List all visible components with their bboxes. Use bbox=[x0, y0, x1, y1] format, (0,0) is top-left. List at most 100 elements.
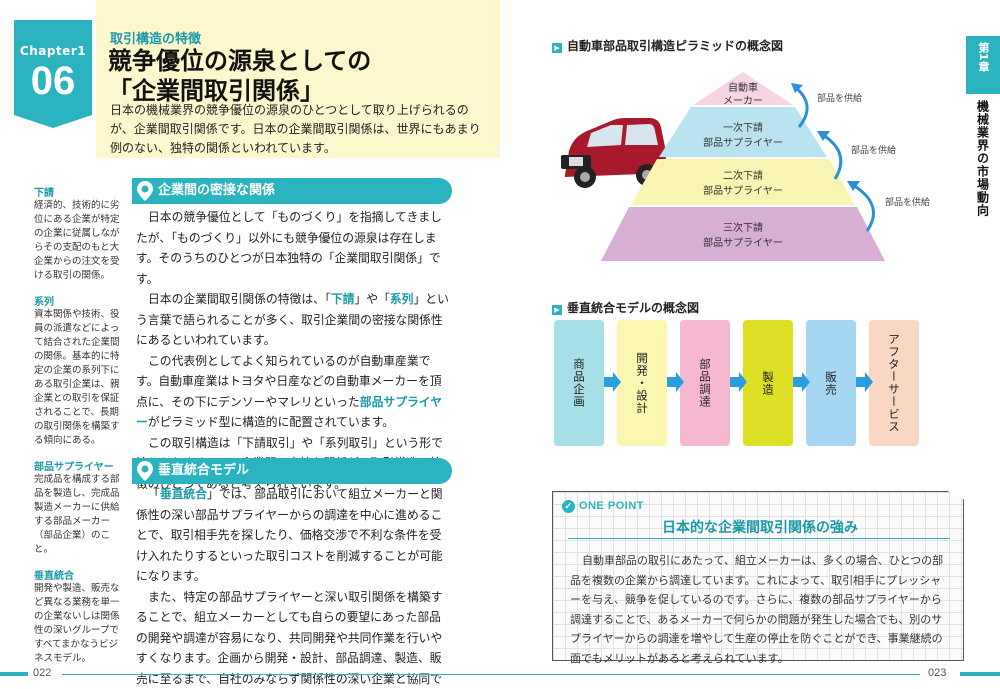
pyramid-label: 自動車 bbox=[728, 81, 758, 94]
glossary-term: 垂直統合 bbox=[34, 571, 74, 582]
one-point-label: ✓ ONE POINT bbox=[562, 500, 644, 513]
text-run: がピラミッド型に構造的に配置されています。 bbox=[147, 415, 395, 429]
text-run: 「 bbox=[148, 487, 160, 501]
map-pin-icon bbox=[137, 461, 153, 481]
section-heading: 企業間の密接な関係 bbox=[132, 178, 452, 204]
glossary-item: 垂直統合 開発や製造、販売など異なる業務を単一の企業ないしは関係性の深いグループ… bbox=[34, 567, 124, 666]
pyramid-level-3 bbox=[631, 159, 855, 205]
glossary-desc: 経済的、技術的に劣位にある企業が特定の企業に従属しながらその支配のもと大企業から… bbox=[34, 200, 120, 281]
text-run: 」や「 bbox=[354, 292, 390, 306]
figure-title: ▶ 自動車部品取引構造ピラミッドの概念図 bbox=[552, 37, 783, 54]
supply-label: 部品を供給 bbox=[817, 92, 862, 104]
right-arrow-icon bbox=[604, 372, 621, 392]
text-run: 」という言葉で語られることが多く、取引企業間の密接な関係性にあるといわれています… bbox=[136, 292, 449, 347]
glossary-item: 部品サプライヤー 完成品を構成する部品を製造し、完成品製造メーカーに供給する部品… bbox=[34, 458, 124, 557]
keyword-highlight: 部品サプライヤー bbox=[136, 394, 443, 430]
flow-step: 商品企画 bbox=[554, 320, 604, 446]
glossary-term: 部品サプライヤー bbox=[34, 462, 114, 473]
one-point-box bbox=[552, 491, 964, 661]
arrow-head-icon bbox=[791, 83, 803, 93]
body-paragraph: この代表例としてよく知られているのが自動車産業です。自動車産業はトヨタや日産など… bbox=[136, 351, 452, 433]
flow-step: 製造 bbox=[743, 320, 793, 446]
chapter-tab: 第1章 機械業界の市場動向 bbox=[966, 36, 1000, 226]
pyramid-label: 三次下請 bbox=[723, 221, 763, 234]
pyramid-label: メーカー bbox=[723, 95, 763, 107]
supply-arrow bbox=[852, 183, 875, 232]
body-paragraph: 日本の企業間取引関係の特徴は、「下請」や「系列」という言葉で語られることが多く、… bbox=[136, 289, 452, 351]
triangle-bullet-icon: ▶ bbox=[552, 43, 562, 53]
chapter-label: Chapter1 bbox=[19, 44, 87, 58]
pyramid-diagram: 自動車 メーカー 一次下請 部品サプライヤー 二次下請 部品サプライヤー 三次下… bbox=[561, 72, 930, 261]
chapter-badge: Chapter1 06 bbox=[14, 20, 92, 128]
section-body: 日本の競争優位として「ものづくり」を指摘してきましたが、「ものづくり」以外にも競… bbox=[136, 207, 452, 494]
lead-paragraph: 日本の機械業界の競争優位の源泉のひとつとして取り上げられるのが、企業間取引関係で… bbox=[110, 103, 481, 155]
glossary-term: 下請 bbox=[34, 188, 54, 199]
check-icon: ✓ bbox=[562, 500, 575, 513]
pyramid-level-4 bbox=[601, 207, 885, 261]
figure-title-text: 垂直統合モデルの概念図 bbox=[567, 301, 700, 315]
header-background bbox=[96, 0, 500, 158]
section-subtitle: 取引構造の特徴 bbox=[110, 32, 202, 47]
glossary-desc: 資本関係や技術、役員の派遣などによって結合された企業間の関係。基本的に特定の企業… bbox=[34, 309, 120, 446]
one-point-divider bbox=[568, 538, 950, 539]
right-arrow-icon bbox=[793, 372, 810, 392]
page-number: 022 bbox=[33, 667, 52, 679]
text-run: この代表例としてよく知られているのが自動車産業です。自動車産業はトヨタや日産など… bbox=[136, 353, 442, 409]
body-paragraph: また、特定の部品サプライヤーと深い取引関係を構築することで、組立メーカーとしても… bbox=[136, 589, 443, 686]
section-heading-text: 垂直統合モデル bbox=[158, 463, 250, 478]
one-point-label-text: ONE POINT bbox=[579, 500, 645, 512]
figure-title: ▶ 垂直統合モデルの概念図 bbox=[552, 299, 699, 316]
supply-arrow bbox=[822, 133, 843, 180]
glossary-term: 系列 bbox=[34, 297, 54, 308]
text-run: 日本の企業間取引関係の特徴は、「 bbox=[148, 292, 331, 306]
arrow-head-icon bbox=[817, 131, 830, 141]
body-paragraph: 日本の競争優位として「ものづくり」を指摘してきましたが、「ものづくり」以外にも競… bbox=[136, 210, 442, 286]
chapter-tab-text: 第1章 bbox=[977, 42, 990, 72]
body-paragraph: 「垂直統合」では、部品取引において組立メーカーと関係性の深い部品サプライヤーから… bbox=[136, 484, 452, 587]
pyramid-label: 二次下請 bbox=[723, 169, 763, 182]
triangle-bullet-icon: ▶ bbox=[552, 305, 562, 315]
supply-label: 部品を供給 bbox=[851, 144, 896, 156]
section-body: 「垂直統合」では、部品取引において組立メーカーと関係性の深い部品サプライヤーから… bbox=[136, 484, 452, 689]
right-arrow-icon bbox=[730, 372, 747, 392]
glossary-desc: 開発や製造、販売など異なる業務を単一の企業ないしは関係性の深いグループですべてま… bbox=[34, 583, 120, 664]
map-pin-icon bbox=[137, 181, 153, 201]
glossary-sidebar: 下請 経済的、技術的に劣位にある企業が特定の企業に従属しながらその支配のもと大企… bbox=[34, 184, 124, 676]
supply-arrow bbox=[794, 85, 809, 128]
chapter-tab-number: 第1章 bbox=[966, 36, 1000, 94]
glossary-item: 下請 経済的、技術的に劣位にある企業が特定の企業に従属しながらその支配のもと大企… bbox=[34, 184, 124, 283]
keyword-highlight: 下請 bbox=[330, 292, 355, 306]
pyramid-label: 一次下請 bbox=[723, 121, 763, 134]
keyword-highlight: 垂直統合 bbox=[159, 487, 208, 501]
one-point-body: 自動車部品の取引にあたって、組立メーカーは、多くの場合、ひとつの部品を複数の企業… bbox=[570, 554, 944, 665]
glossary-item: 系列 資本関係や技術、役員の派遣などによって結合された企業間の関係。基本的に特定… bbox=[34, 293, 124, 448]
keyword-highlight: 系列 bbox=[389, 292, 414, 306]
flow-arrows bbox=[604, 372, 873, 392]
one-point-title: 日本的な企業間取引関係の強み bbox=[662, 520, 858, 536]
pyramid-label: 部品サプライヤー bbox=[703, 236, 783, 249]
pyramid-label: 部品サプライヤー bbox=[703, 184, 783, 197]
chapter-number: 06 bbox=[30, 59, 76, 103]
right-arrow-icon bbox=[856, 372, 873, 392]
page-title-line2: 「企業間取引関係」 bbox=[108, 77, 324, 105]
folio-rule bbox=[500, 674, 920, 675]
folio-bar bbox=[960, 672, 1000, 676]
flow-step: 開発・設計 bbox=[617, 320, 667, 446]
section-heading: 垂直統合モデル bbox=[132, 458, 452, 484]
car-illustration bbox=[561, 118, 667, 188]
chapter-tab-title: 機械業界の市場動向 bbox=[975, 100, 990, 217]
pyramid-level-2 bbox=[659, 107, 827, 157]
flow-step: 部品調達 bbox=[680, 320, 730, 446]
folio-rule bbox=[62, 674, 500, 675]
pyramid-level-1 bbox=[693, 72, 793, 105]
pyramid-label: 部品サプライヤー bbox=[703, 136, 783, 149]
figure-title-text: 自動車部品取引構造ピラミッドの概念図 bbox=[567, 39, 784, 53]
folio-bar bbox=[0, 672, 28, 676]
page-number: 023 bbox=[928, 667, 947, 679]
section-heading-text: 企業間の密接な関係 bbox=[158, 183, 276, 198]
text-run: 」では、部品取引において組立メーカーと関係性の深い部品サプライヤーからの調達を中… bbox=[136, 487, 443, 583]
supply-label: 部品を供給 bbox=[885, 196, 930, 208]
arrow-head-icon bbox=[847, 181, 860, 191]
flow-step: 販売 bbox=[806, 320, 856, 446]
page-title: 競争優位の源泉としての 「企業間取引関係」 bbox=[108, 46, 488, 106]
